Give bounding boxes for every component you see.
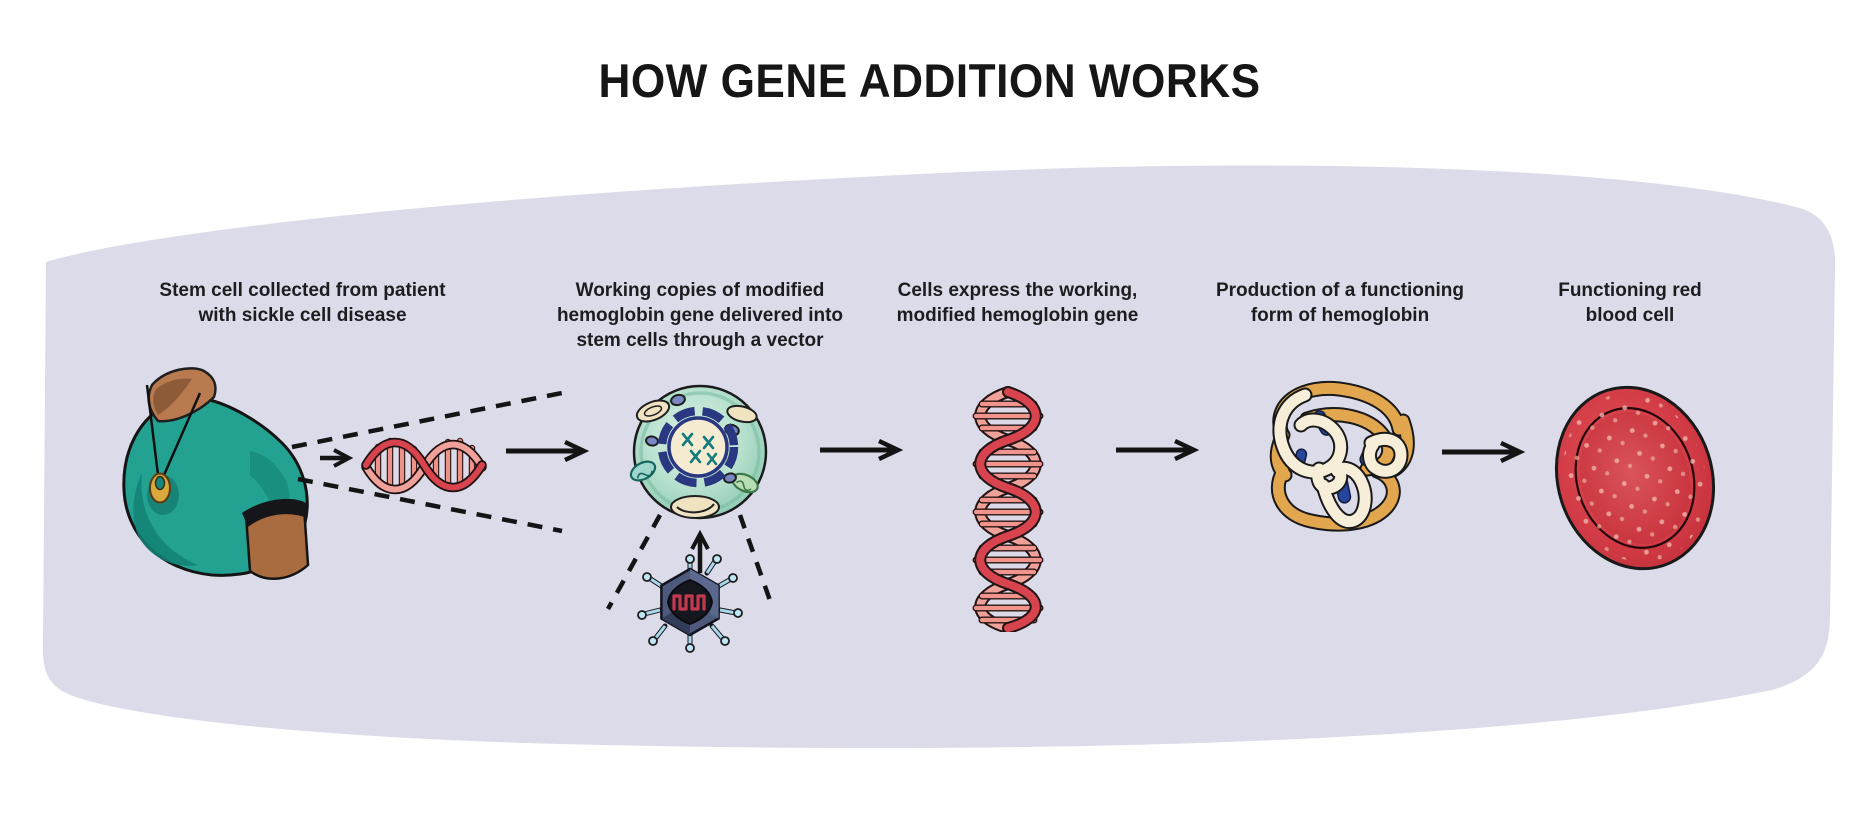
virus-core-window (666, 578, 714, 626)
step-label-red-cell: Functioning red blood cell (1558, 280, 1702, 327)
red-blood-cell (1554, 385, 1716, 571)
virus-spikes (637, 554, 743, 653)
dna-helix (972, 386, 1044, 632)
shirt-shade (133, 473, 198, 566)
stem-cell (629, 384, 768, 520)
hemoglobin-protein-illustration (1269, 380, 1415, 532)
red-blood-cell-illustration (1554, 385, 1716, 571)
nucleus (657, 406, 739, 488)
sleeve-band (242, 498, 307, 527)
chromosomes (681, 432, 718, 466)
virus-genome (672, 594, 706, 611)
necklace (145, 384, 202, 515)
vector-delivery-dashed-lines (606, 513, 776, 611)
patient-torso (122, 367, 310, 580)
stem-cell-and-vector-illustration (606, 384, 776, 653)
blob-shape (42, 165, 1836, 749)
patient-illustration (122, 367, 563, 580)
dna-fragment (361, 437, 487, 495)
organelles (629, 393, 759, 519)
protein-ribbons (1269, 380, 1415, 532)
step-label-express: Cells express the working, modified hemo… (896, 280, 1139, 327)
page-title: HOW GENE ADDITION WORKS (598, 54, 1261, 107)
dna-helix-illustration (972, 386, 1044, 632)
step-label-collect: Stem cell collected from patient with si… (159, 280, 446, 327)
step-label-produce: Production of a functioning form of hemo… (1215, 280, 1465, 327)
step-label-deliver: Working copies of modified hemoglobin ge… (556, 280, 844, 352)
viral-vector (637, 554, 743, 653)
magnify-dashed-lines (291, 390, 563, 534)
